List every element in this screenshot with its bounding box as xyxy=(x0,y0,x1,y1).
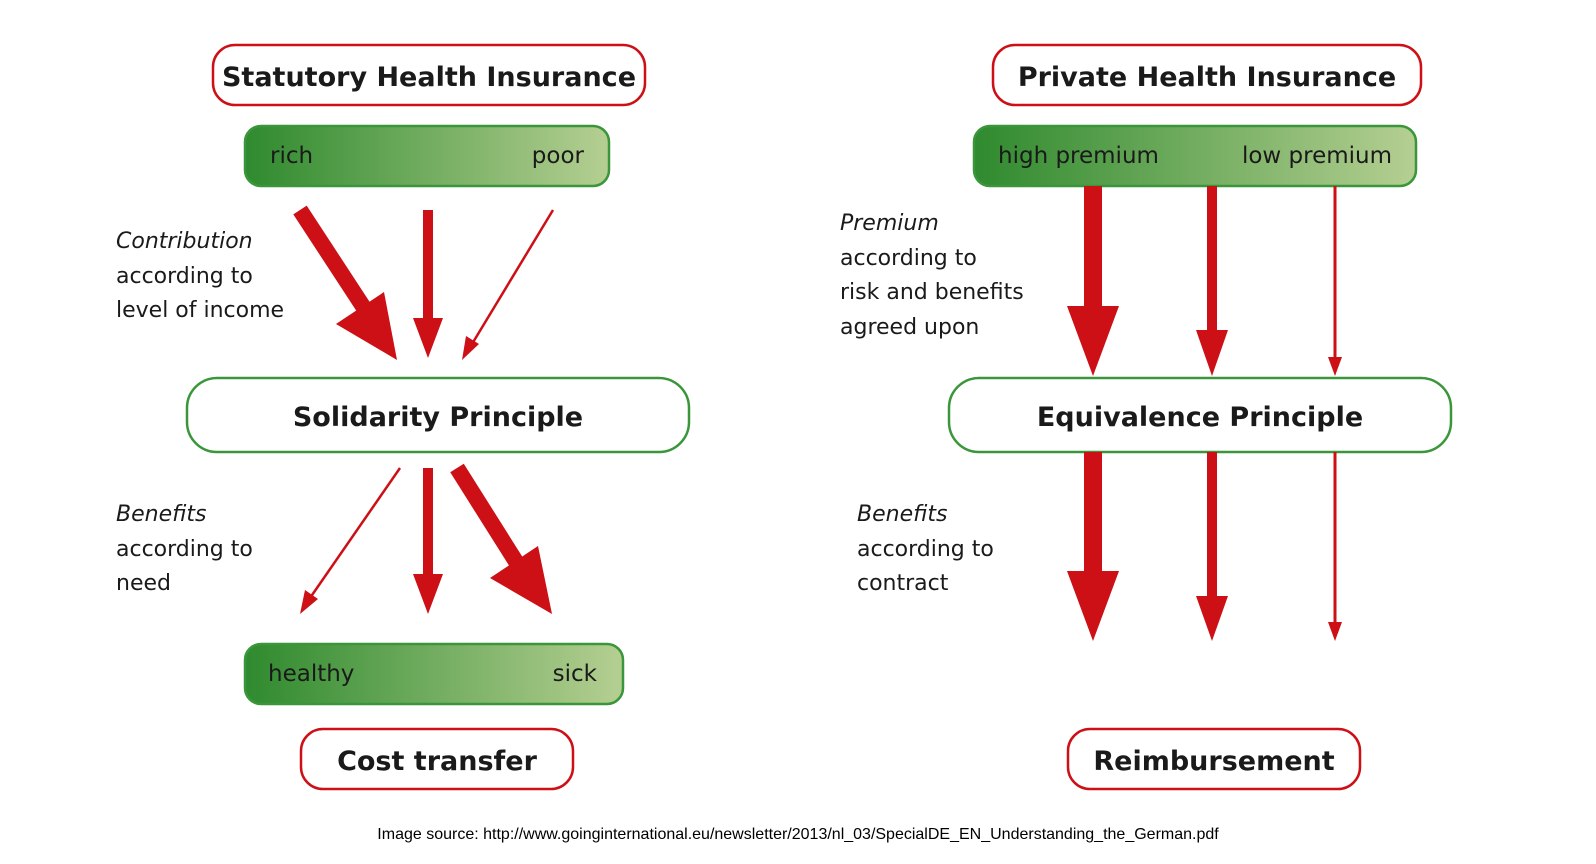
benefits-arrow-thick-head xyxy=(490,546,552,614)
cost-transfer-label: Cost transfer xyxy=(337,746,538,777)
reimbursement-arrow-thin-head xyxy=(1328,622,1342,641)
premium-scale-right-label: low premium xyxy=(1242,143,1392,169)
premium-arrow-thick-head xyxy=(1067,306,1119,376)
statutory-title-box xyxy=(211,43,647,107)
premium-scale-left-label: high premium xyxy=(998,143,1159,169)
premium-scale-bar xyxy=(972,124,1418,188)
contribution-annotation-em: Contribution xyxy=(116,229,253,254)
benefits-contract-annotation-line: contract xyxy=(857,571,949,596)
benefits-arrow-thick xyxy=(450,463,527,573)
health-scale-right-label: sick xyxy=(553,661,598,687)
benefits-arrow-thin xyxy=(308,467,402,599)
contribution-arrow-thick-head xyxy=(336,292,397,360)
reimbursement-box xyxy=(1066,727,1362,791)
benefits-arrow-thin-head xyxy=(300,590,318,614)
benefits-need-annotation-em: Benefits xyxy=(116,502,206,527)
contribution-arrow-thick xyxy=(293,205,375,319)
benefits-contract-annotation-em: Benefits xyxy=(857,502,947,527)
contribution-annotation-line: level of income xyxy=(116,298,284,323)
solidarity-principle-box xyxy=(185,376,691,454)
income-scale-right-label: poor xyxy=(532,143,585,169)
premium-annotation-line: according to xyxy=(840,246,977,271)
reimbursement-arrow-medium-head xyxy=(1196,596,1228,641)
premium-arrow-thin-head xyxy=(1328,357,1342,376)
reimbursement-arrow-thick-head xyxy=(1067,571,1119,641)
benefits-need-annotation-line: according to xyxy=(116,537,253,562)
solidarity-principle-label: Solidarity Principle xyxy=(293,402,583,433)
premium-annotation-line: agreed upon xyxy=(840,315,979,340)
premium-annotation-em: Premium xyxy=(840,211,939,236)
premium-arrow-medium-head xyxy=(1196,330,1228,376)
contribution-arrow-medium-head xyxy=(413,318,443,358)
benefits-contract-annotation: Benefits according to contract xyxy=(857,502,1001,596)
equivalence-principle-box xyxy=(947,376,1453,454)
reimbursement-label: Reimbursement xyxy=(1093,746,1334,777)
income-scale-left-label: rich xyxy=(270,143,313,169)
premium-annotation-line: risk and benefits xyxy=(840,280,1024,305)
benefits-contract-annotation-line: according to xyxy=(857,537,994,562)
contribution-arrow-thin xyxy=(470,209,555,345)
health-scale-bar xyxy=(243,642,625,706)
equivalence-principle-label: Equivalence Principle xyxy=(1037,402,1363,433)
premium-annotation: Premium according to risk and benefits a… xyxy=(840,211,1031,340)
benefits-need-annotation: Benefits according to need xyxy=(116,502,260,596)
contribution-arrow-thin-head xyxy=(462,336,479,360)
contribution-annotation-line: according to xyxy=(116,264,253,289)
health-scale-left-label: healthy xyxy=(268,661,354,687)
cost-transfer-box xyxy=(299,727,575,791)
benefits-need-annotation-line: need xyxy=(116,571,171,596)
contribution-annotation: Contribution according to level of incom… xyxy=(116,229,284,323)
statutory-title: Statutory Health Insurance xyxy=(222,62,636,93)
benefits-arrow-medium-head xyxy=(413,574,443,614)
private-title-box xyxy=(991,43,1423,107)
statutory-column: Statutory Health Insurance rich poor Con… xyxy=(116,43,691,791)
income-scale-bar xyxy=(243,124,611,188)
private-column: Private Health Insurance high premium lo… xyxy=(840,43,1453,791)
image-source-caption: Image source: http://www.goinginternatio… xyxy=(377,826,1219,843)
private-title: Private Health Insurance xyxy=(1018,62,1396,93)
